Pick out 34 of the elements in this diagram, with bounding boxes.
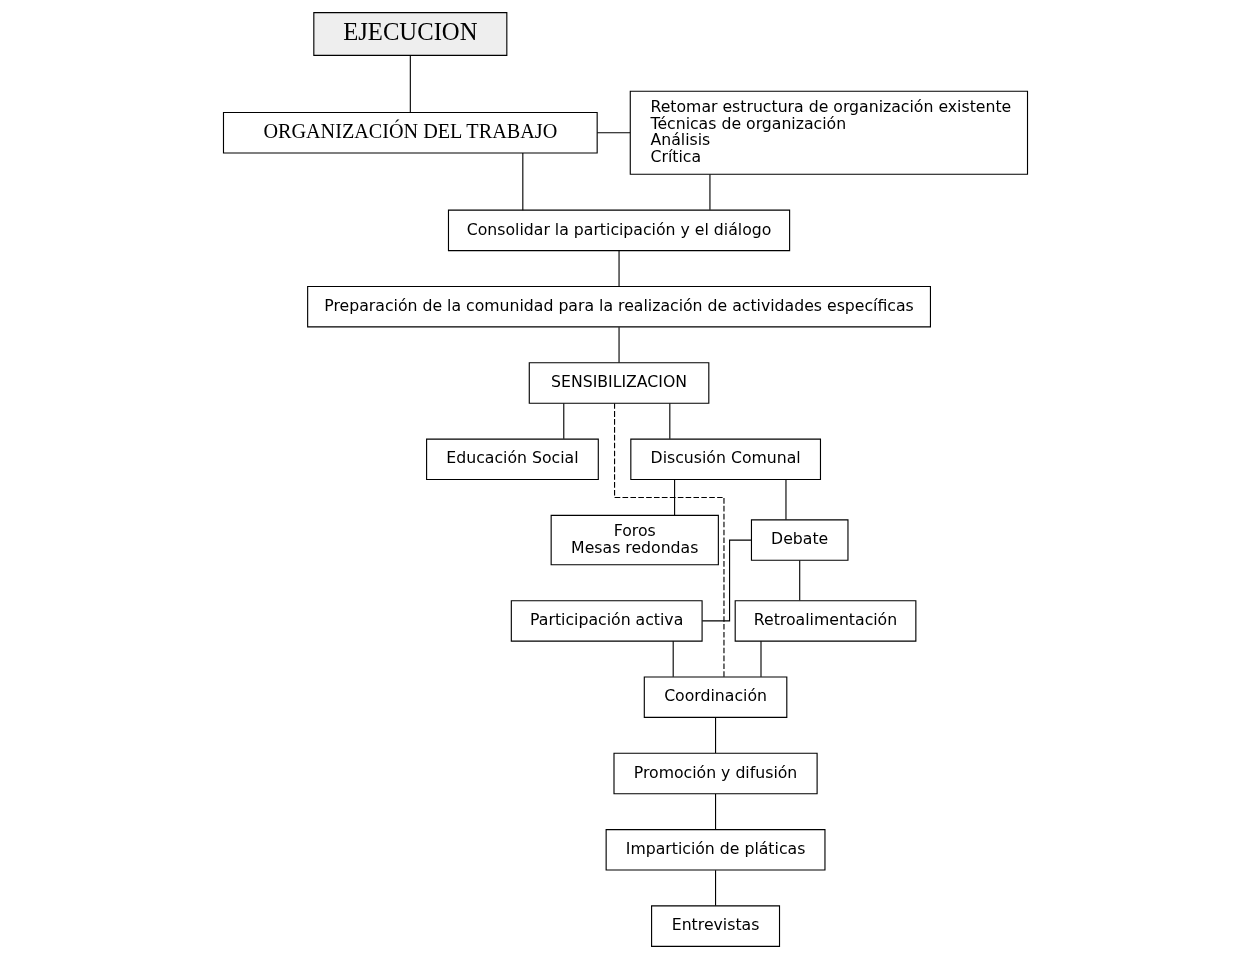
connector [701, 539, 752, 622]
connector [409, 54, 411, 113]
node-box: Retroalimentación [734, 600, 917, 642]
node-box: Participación activa [510, 600, 703, 642]
node-box: Discusión Comunal [630, 438, 822, 481]
connector [715, 869, 717, 907]
node-box: Entrevistas [651, 905, 781, 947]
connector [672, 640, 674, 678]
node-box: Coordinación [643, 676, 788, 718]
node-box: Promoción y difusión [613, 752, 818, 795]
node-box: ORGANIZACIÓN DEL TRABAJO [222, 112, 598, 154]
connector [799, 559, 801, 601]
connector [709, 173, 711, 211]
node-box: Educación Social [426, 438, 599, 481]
connector [715, 717, 717, 754]
connector [563, 402, 565, 440]
connector [618, 326, 620, 364]
node-box: Impartición de pláticas [605, 829, 826, 871]
node-box: Consolidar la participación y el diálogo [447, 209, 791, 252]
node-box: Retomar estructura de organización existente Técnicas de organización Análisis Crítica [629, 90, 1029, 175]
connector [674, 479, 676, 516]
connector [669, 402, 671, 440]
connector [785, 479, 787, 520]
connector [618, 250, 620, 287]
connector [715, 793, 717, 830]
node-box: SENSIBILIZACION [528, 362, 710, 404]
connector [596, 132, 631, 134]
node-box: Debate [750, 519, 849, 561]
node-box: EJECUCION [313, 12, 508, 56]
node-box: Foros Mesas redondas [550, 514, 719, 566]
connector [522, 152, 524, 211]
node-box: Preparación de la comunidad para la realización de actividades específicas [307, 285, 931, 328]
connector [760, 640, 762, 678]
connector [614, 402, 725, 678]
